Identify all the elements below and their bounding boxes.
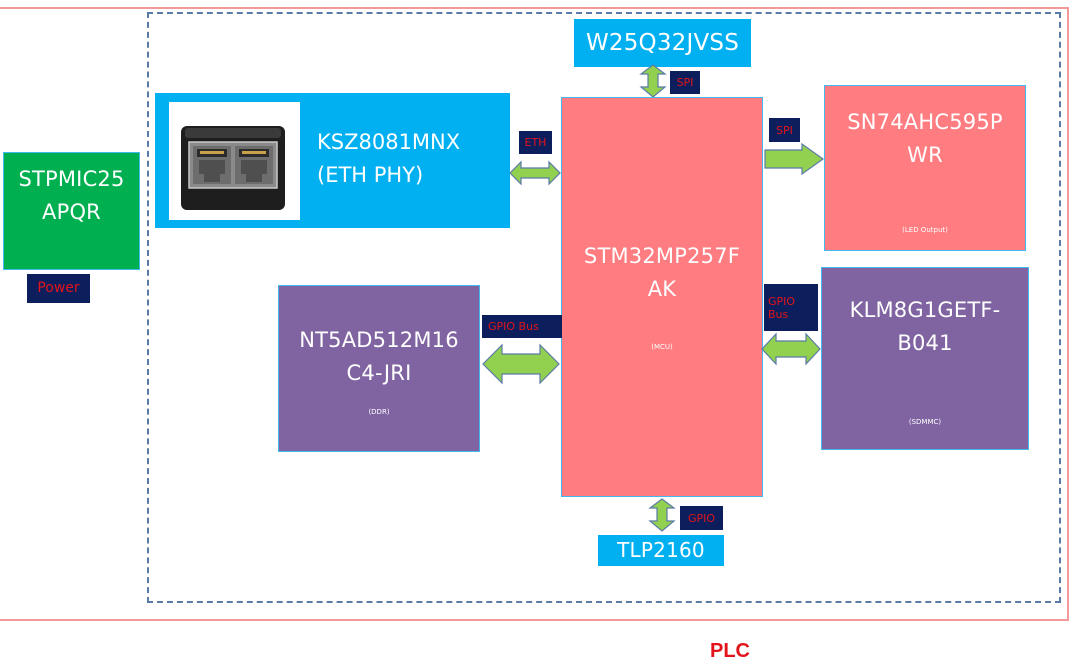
- eth-phy-title-line2: (ETH PHY): [317, 163, 424, 187]
- opto-gpio-arrow: [648, 498, 676, 532]
- ddr-gpio-arrow-shape: [482, 343, 560, 385]
- shift-register-title-line1: SN74AHC595P: [847, 110, 1003, 134]
- mcu-title-line2: AK: [647, 277, 677, 301]
- eth-phy-title-line1: KSZ8081MNX: [317, 130, 461, 154]
- ddr-gpio-tag: GPIO Bus: [482, 315, 562, 338]
- shift-spi-arrow: [764, 142, 825, 176]
- emmc-title-line1: KLM8G1GETF-: [849, 298, 1001, 322]
- opto-gpio-tag: GPIO: [680, 506, 723, 530]
- emmc-gpio-tag: GPIO Bus: [764, 284, 818, 331]
- eth-phy-title: KSZ8081MNX (ETH PHY): [317, 126, 460, 192]
- emmc-gpio-tag-line1: GPIO: [768, 294, 796, 308]
- flash-spi-tag: SPI: [670, 71, 700, 94]
- emmc-title-line2: B041: [897, 331, 953, 355]
- ddr-title-line2: C4-JRI: [346, 361, 412, 385]
- eth-arrow: [509, 160, 561, 186]
- ddr-title-line1: NT5AD512M16: [299, 328, 459, 352]
- rj45-connector-icon: [181, 126, 285, 210]
- ddr-gpio-arrow: [482, 343, 560, 385]
- flash-spi-arrow: [639, 64, 667, 98]
- emmc-block[interactable]: KLM8G1GETF- B041 (SDMMC): [821, 267, 1029, 450]
- eth-tag-label: ETH: [524, 136, 547, 149]
- opto-gpio-arrow-shape: [648, 498, 676, 532]
- flash-spi-tag-label: SPI: [676, 76, 694, 89]
- shift-spi-arrow-shape: [764, 142, 825, 176]
- pmic-title-line1: STPMIC25: [18, 167, 125, 191]
- shift-spi-tag-label: SPI: [776, 123, 793, 137]
- optocoupler-block[interactable]: TLP2160: [598, 535, 724, 566]
- flash-title: W25Q32JVSS: [585, 29, 740, 56]
- ddr-gpio-tag-label: GPIO Bus: [488, 320, 539, 333]
- mcu-role: (MCU): [651, 343, 673, 351]
- plc-system-label: PLC: [710, 640, 750, 662]
- mcu-title-line1: STM32MP257F: [583, 244, 741, 268]
- flash-spi-arrow-shape: [639, 64, 667, 98]
- shift-register-title-line2: WR: [907, 143, 943, 167]
- pmic-title-line2: APQR: [42, 200, 101, 224]
- shift-spi-tag: SPI: [769, 118, 800, 142]
- emmc-role: (SDMMC): [908, 418, 942, 426]
- rj45-image-frame: [169, 102, 300, 220]
- opto-gpio-tag-label: GPIO: [687, 511, 716, 525]
- shift-register-block[interactable]: SN74AHC595P WR (LED Output): [824, 85, 1026, 251]
- ddr-block[interactable]: NT5AD512M16 C4-JRI (DDR): [278, 285, 480, 452]
- board-boundary-dashed: [147, 12, 1061, 603]
- mcu-block[interactable]: STM32MP257F AK (MCU): [561, 97, 763, 497]
- shift-register-role: (LED Output): [902, 226, 948, 234]
- plc-outer-frame: [0, 7, 1069, 621]
- optocoupler-title: TLP2160: [617, 538, 705, 562]
- rj45-port-right: [235, 146, 273, 184]
- pmic-block[interactable]: STPMIC25 APQR: [3, 152, 140, 270]
- emmc-gpio-arrow: [761, 332, 821, 366]
- ddr-role: (DDR): [368, 408, 390, 416]
- eth-tag: ETH: [519, 131, 552, 154]
- power-tag: Power: [27, 274, 90, 303]
- emmc-gpio-arrow-shape: [761, 332, 821, 366]
- rj45-port-left: [193, 146, 231, 184]
- power-tag-label: Power: [37, 280, 80, 296]
- eth-arrow-shape: [509, 160, 561, 186]
- emmc-gpio-tag-line2: Bus: [768, 307, 789, 321]
- flash-block[interactable]: W25Q32JVSS: [574, 19, 751, 67]
